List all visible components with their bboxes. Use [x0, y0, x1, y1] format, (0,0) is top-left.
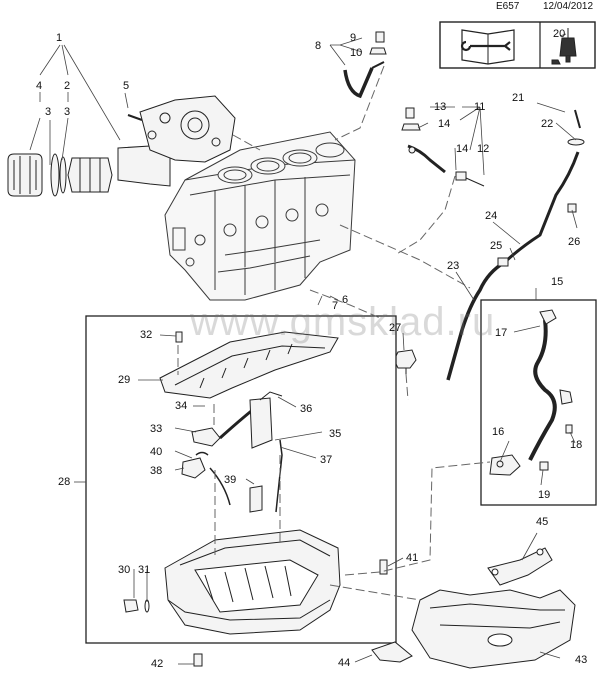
- engine-block: [164, 131, 356, 301]
- callout-42: 42: [151, 658, 164, 670]
- callout-21: 21: [512, 92, 525, 104]
- callout-16: 16: [492, 426, 505, 438]
- callout-17: 17: [495, 327, 508, 339]
- icon-box: [439, 21, 596, 69]
- callout-35: 35: [329, 428, 342, 440]
- callout-4: 4: [36, 80, 43, 92]
- skid-plate: [371, 547, 576, 669]
- manual-book-wrench-icon: [460, 29, 515, 65]
- callout-9: 9: [350, 32, 357, 44]
- callout-27: 27: [389, 322, 402, 334]
- callout-6: 6: [342, 294, 349, 306]
- callout-32: 32: [140, 329, 153, 341]
- callout-25: 25: [490, 240, 503, 252]
- callout-3a: 3: [45, 106, 52, 118]
- callout-11: 11: [474, 101, 486, 113]
- callout-20: 20: [553, 28, 566, 40]
- pipe-upper: [343, 31, 387, 99]
- callout-15: 15: [551, 276, 564, 288]
- callout-23: 23: [447, 260, 460, 272]
- callout-26: 26: [568, 236, 581, 248]
- oil-filter-assembly: [7, 95, 236, 197]
- callout-18: 18: [570, 439, 583, 451]
- callout-41: 41: [406, 552, 419, 564]
- callout-38: 38: [150, 465, 163, 477]
- callout-5: 5: [123, 80, 130, 92]
- callout-14a: 14: [438, 118, 451, 130]
- callout-14b: 14: [456, 143, 469, 155]
- callout-37: 37: [320, 454, 333, 466]
- callout-13: 13: [434, 101, 447, 113]
- pipe-mid: [401, 107, 485, 187]
- callout-43: 43: [575, 654, 588, 666]
- callout-33: 33: [150, 423, 163, 435]
- callout-39: 39: [224, 474, 237, 486]
- callout-44: 44: [338, 657, 351, 669]
- callout-24: 24: [485, 210, 498, 222]
- callout-34: 34: [175, 400, 188, 412]
- callout-28: 28: [58, 476, 71, 488]
- sub-assembly-box: [480, 299, 597, 506]
- diagram-code: E657: [496, 1, 520, 12]
- callout-3b: 3: [64, 106, 71, 118]
- diagram-date: 12/04/2012: [543, 1, 594, 12]
- callout-12: 12: [477, 143, 490, 155]
- sealant-tube-icon: [551, 28, 577, 65]
- callout-30: 30: [118, 564, 131, 576]
- callout-22: 22: [541, 118, 554, 130]
- oil-pan-box: [85, 315, 397, 667]
- callout-2: 2: [64, 80, 71, 92]
- callout-1: 1: [56, 32, 63, 44]
- dashed-reference-lines: [177, 65, 491, 601]
- callout-7: 7: [332, 300, 339, 312]
- callout-19: 19: [538, 489, 551, 501]
- sensor-part: [393, 349, 417, 374]
- callout-10: 10: [350, 47, 363, 59]
- watermark: www.gmsklad.ru: [190, 300, 496, 344]
- callout-29: 29: [118, 374, 131, 386]
- callout-45: 45: [536, 516, 549, 528]
- callout-31: 31: [138, 564, 151, 576]
- callout-40: 40: [150, 446, 163, 458]
- callout-36: 36: [300, 403, 313, 415]
- leader-lines: [29, 33, 578, 665]
- callout-8: 8: [315, 40, 322, 52]
- dipstick-and-tube: [446, 109, 585, 381]
